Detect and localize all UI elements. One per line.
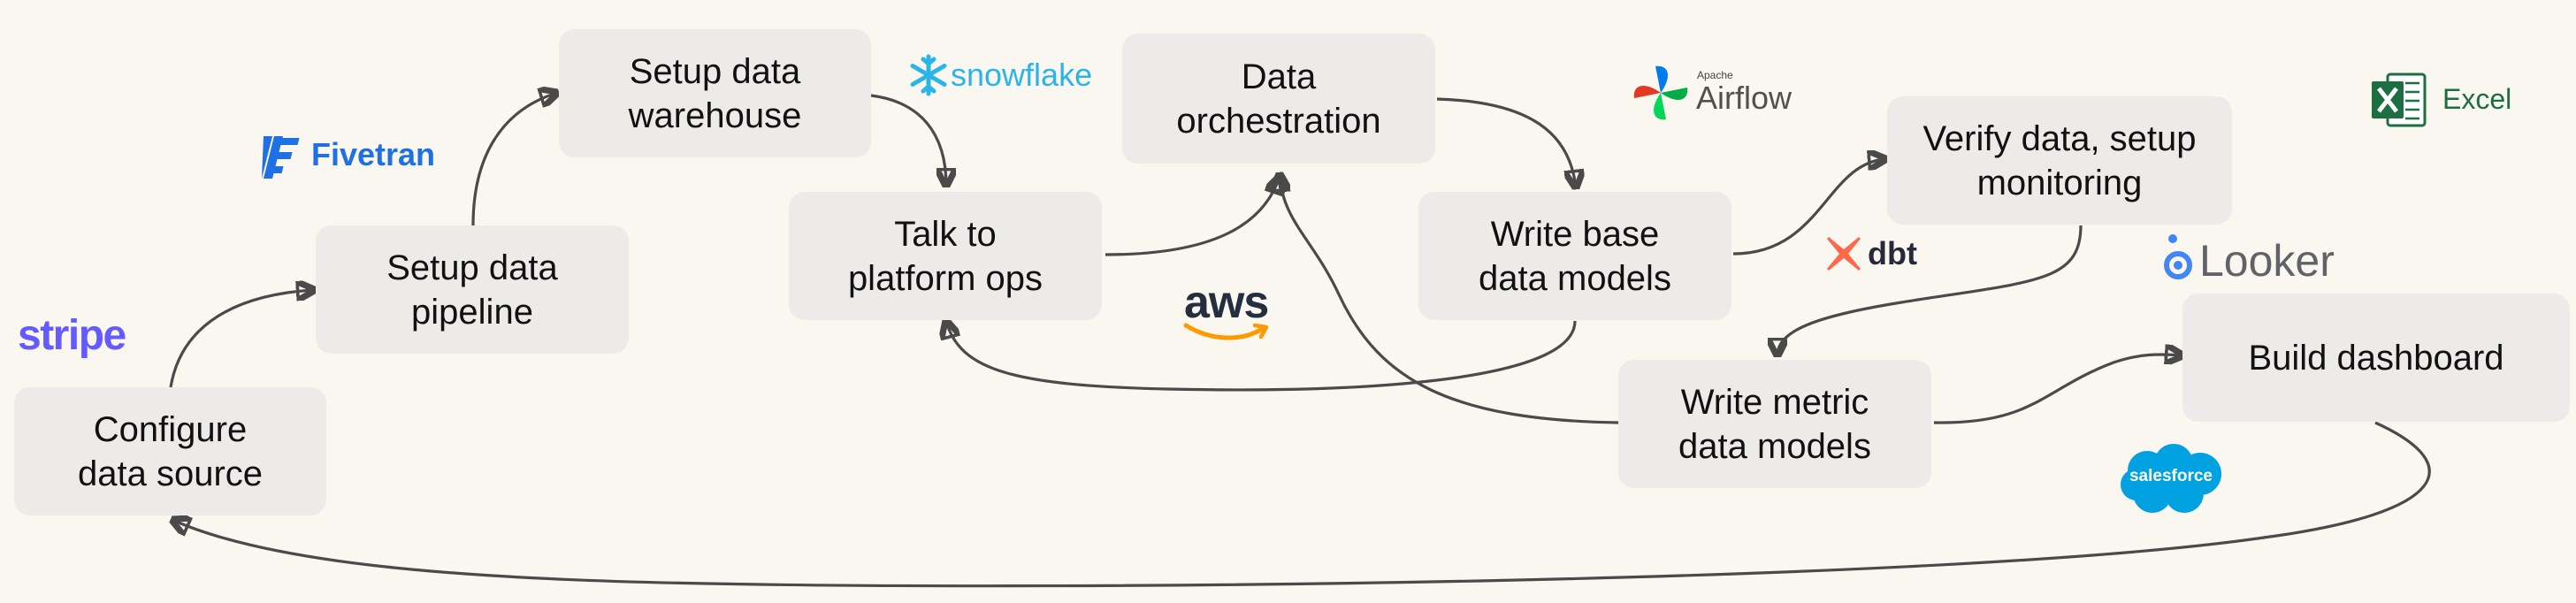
- salesforce-logo-text: salesforce: [2129, 467, 2213, 485]
- edge-platform-ops-to-orchestration: [1105, 177, 1280, 256]
- aws-smile-icon: [1183, 323, 1269, 340]
- node-data-orchestration-label: Data orchestration: [1176, 57, 1381, 141]
- looker-logo: Looker: [2162, 232, 2357, 288]
- edge-verify-to-metric-models: [1777, 225, 2083, 355]
- node-data-orchestration[interactable]: Data orchestration: [1122, 34, 1435, 164]
- node-build-dashboard[interactable]: Build dashboard: [2182, 294, 2570, 422]
- airflow-logo: Apache Airflow: [1630, 62, 1807, 126]
- node-write-base-data-models[interactable]: Write base data models: [1418, 192, 1731, 320]
- node-setup-data-warehouse[interactable]: Setup data warehouse: [559, 29, 871, 157]
- excel-logo: Excel: [2370, 71, 2511, 129]
- looker-icon: [2164, 234, 2192, 279]
- node-write-metric-data-models-label: Write metric data models: [1678, 382, 1871, 466]
- edge-base-models-to-verify: [1732, 159, 1885, 256]
- looker-logo-text: Looker: [2199, 236, 2335, 286]
- snowflake-logo: snowflake: [906, 53, 1092, 99]
- airflow-logo-small-text: Apache: [1697, 69, 1733, 81]
- node-talk-to-platform-ops-label: Talk to platform ops: [847, 214, 1043, 298]
- node-verify-data-setup-monitoring[interactable]: Verify data, setup monitoring: [1887, 96, 2232, 225]
- node-verify-data-setup-monitoring-label: Verify data, setup monitoring: [1922, 118, 2197, 202]
- fivetran-logo-text: Fivetran: [311, 136, 436, 172]
- node-configure-data-source-label: Configure data source: [77, 409, 264, 493]
- node-setup-data-pipeline[interactable]: Setup data pipeline: [316, 225, 629, 354]
- aws-logo-text: aws: [1184, 277, 1269, 328]
- node-write-base-data-models-label: Write base data models: [1479, 214, 1671, 298]
- airflow-pinwheel-icon: [1633, 65, 1688, 120]
- aws-logo: aws: [1181, 277, 1278, 345]
- node-configure-data-source[interactable]: Configure data source: [14, 387, 326, 515]
- stripe-logo-text: stripe: [18, 312, 126, 359]
- node-setup-data-warehouse-label: Setup data warehouse: [628, 51, 802, 135]
- salesforce-cloud-icon: [2121, 444, 2221, 513]
- snowflake-logo-text: snowflake: [951, 57, 1093, 93]
- airflow-logo-text: Airflow: [1696, 80, 1792, 116]
- dbt-icon: [1827, 237, 1861, 271]
- fivetran-icon: [262, 136, 300, 179]
- edge-metric-models-to-orchestration: [1280, 174, 1619, 424]
- edge-dashboard-to-configure: [172, 421, 2431, 588]
- excel-logo-text: Excel: [2442, 83, 2512, 115]
- node-write-metric-data-models[interactable]: Write metric data models: [1618, 360, 1931, 488]
- edge-configure-to-pipeline: [169, 290, 314, 388]
- node-talk-to-platform-ops[interactable]: Talk to platform ops: [789, 192, 1102, 320]
- edge-orchestration-to-base-models: [1436, 97, 1576, 187]
- edge-pipeline-to-warehouse: [471, 93, 557, 226]
- fivetran-logo: Fivetran: [258, 133, 444, 182]
- salesforce-logo: salesforce: [2115, 439, 2227, 520]
- snowflake-icon: [910, 54, 947, 96]
- edge-warehouse-to-platform-ops: [870, 94, 946, 186]
- dbt-logo: dbt: [1823, 233, 1938, 278]
- edge-base-models-to-platform-ops: [946, 321, 1577, 392]
- node-build-dashboard-label: Build dashboard: [2248, 338, 2504, 378]
- excel-icon: [2372, 73, 2427, 127]
- node-setup-data-pipeline-label: Setup data pipeline: [386, 248, 558, 332]
- edge-metric-models-to-dashboard: [1933, 355, 2182, 424]
- dbt-logo-text: dbt: [1868, 235, 1917, 271]
- stripe-logo: stripe: [18, 311, 126, 360]
